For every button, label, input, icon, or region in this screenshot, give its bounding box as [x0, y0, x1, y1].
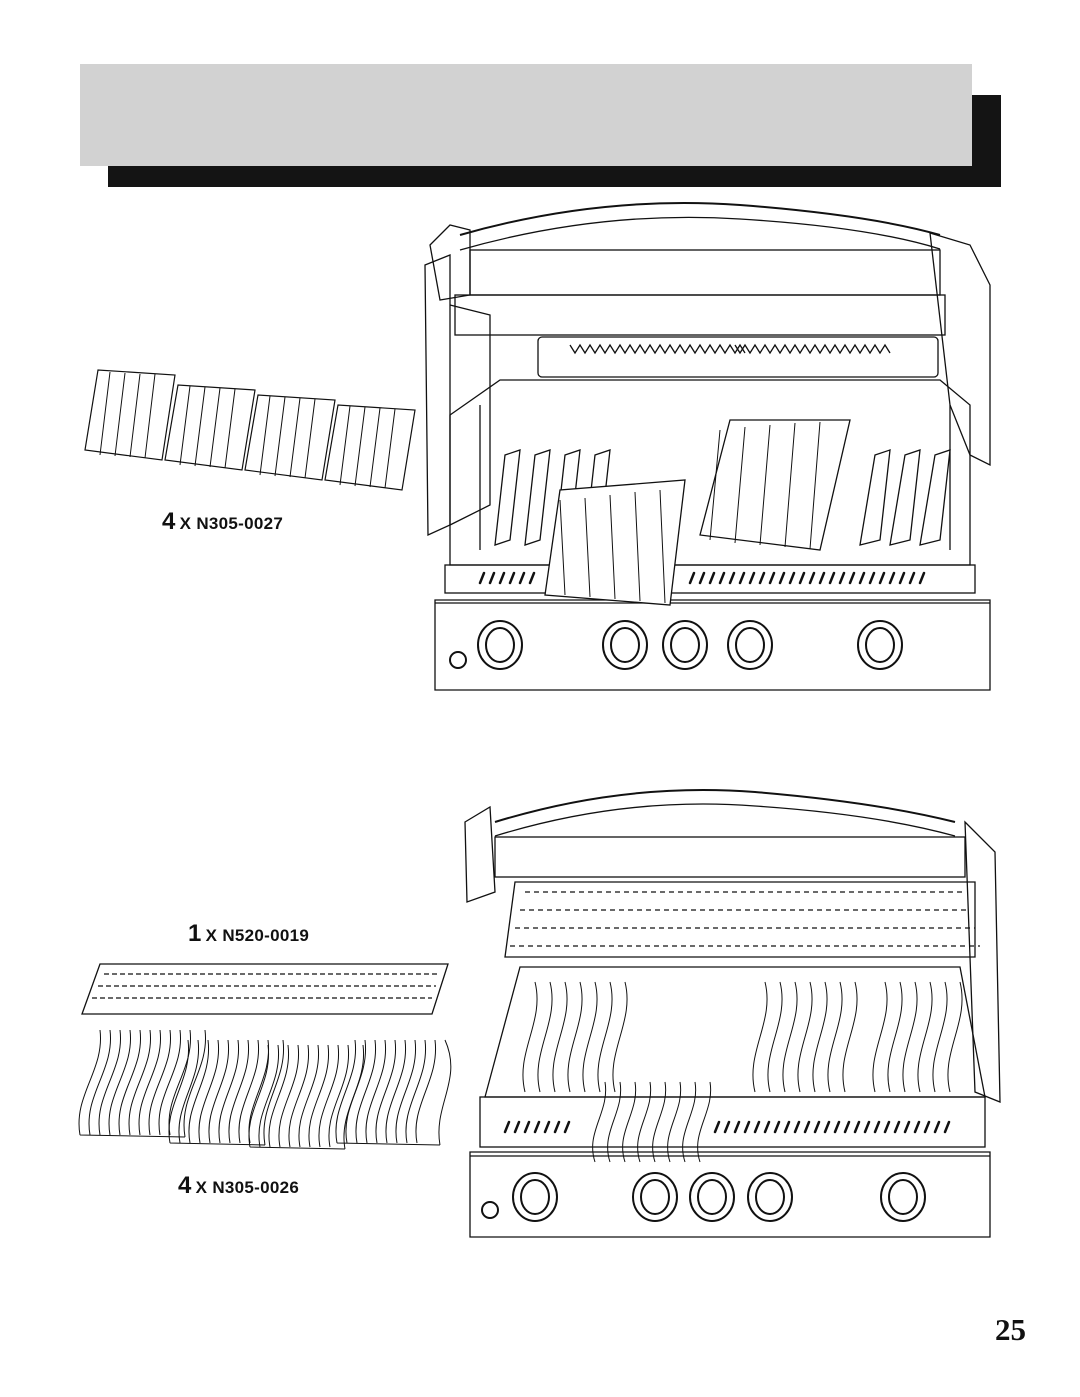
- header-banner: [80, 64, 972, 166]
- page-number: 25: [995, 1312, 1026, 1347]
- grill-illustration-bottom: [464, 789, 1001, 1238]
- label-quantity: 4: [162, 508, 176, 535]
- warming-rack-loose: [81, 963, 449, 1015]
- label-quantity: 1: [188, 920, 202, 947]
- label-part-number: X N520-0019: [205, 926, 310, 945]
- cooking-grates-loose: [78, 1029, 452, 1150]
- label-quantity: 4: [178, 1172, 192, 1199]
- label-part-number: X N305-0027: [179, 514, 284, 533]
- label-part-number: X N305-0026: [195, 1178, 300, 1197]
- grill-illustration-top: [424, 202, 991, 691]
- flavorizer-bars-loose: [84, 369, 416, 491]
